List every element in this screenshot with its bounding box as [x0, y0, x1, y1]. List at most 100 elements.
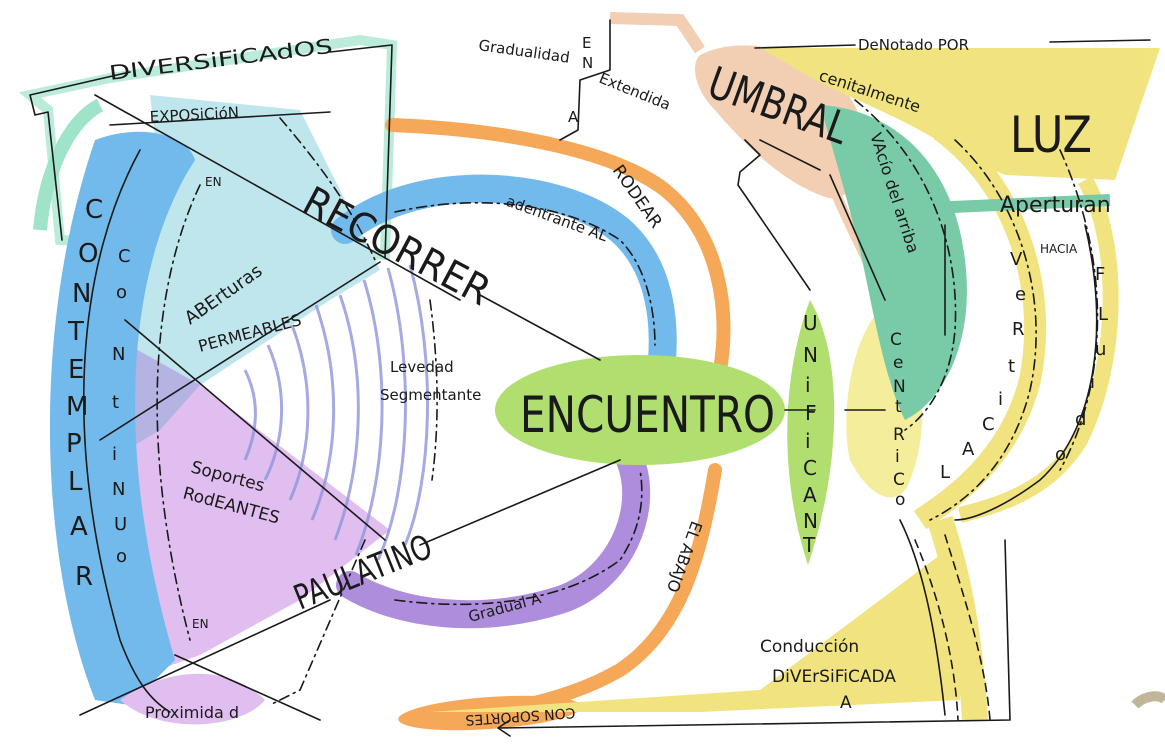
dash-vacio: [854, 99, 957, 431]
exposicion-label: EXPOSiCióN: [149, 103, 239, 126]
contemplar-letter: M: [66, 392, 88, 422]
color-washes: [18, 12, 1165, 731]
unificante-letter: T: [802, 533, 816, 557]
grey-stub: [1131, 691, 1165, 709]
gradualidad-label: Gradualidad: [477, 36, 570, 67]
vertical-letter: C: [982, 414, 995, 435]
con-soportes-oval: [398, 695, 582, 731]
conduccion-wedge: [430, 540, 960, 712]
centrico-letter: o: [895, 490, 905, 510]
wedge-line-3: [79, 599, 331, 716]
ink-lines: [29, 19, 1151, 737]
continuo-letter: i: [112, 444, 117, 465]
denotado-label: DeNotado POR: [858, 36, 969, 54]
continuo-letter: U: [114, 514, 127, 535]
bottom-arrowhead: [497, 719, 511, 737]
big-arc: [83, 149, 171, 713]
vertical-letter: V: [1010, 249, 1023, 270]
fluido-word: F L u i d o: [1055, 264, 1108, 465]
dash-levedad-vertical: [429, 299, 438, 481]
dash-levedad: [269, 539, 366, 706]
diversificados-frame: [29, 44, 393, 259]
dash-gradual: [394, 469, 643, 606]
continuo-letter: N: [112, 344, 125, 365]
dash-contemplar: [156, 184, 201, 641]
proximidad-label: Proximida d: [145, 703, 239, 722]
vertical-letter: L: [940, 462, 950, 483]
contemplar-letter: A: [70, 512, 88, 542]
centrico-letter: t: [895, 397, 902, 417]
en-letter: E: [582, 34, 591, 52]
unificante-letter: U: [803, 311, 818, 335]
unificante-letter: i: [805, 373, 811, 397]
diversificados-label: DIVERSiFiCAdOS: [108, 34, 334, 85]
vertical-letter: e: [1015, 284, 1026, 305]
en-bottom-label: EN: [192, 617, 209, 631]
encuentro-label: ENCUENTRO: [520, 386, 775, 444]
contemplar-band: [49, 131, 195, 706]
luz-label: LUZ: [1010, 106, 1092, 164]
levedad-label: Levedad: [390, 358, 454, 376]
centrico-curve: [899, 519, 946, 716]
umbral-down: [829, 174, 886, 301]
umbral-arm: [759, 139, 821, 171]
continuo-letter: C: [118, 246, 131, 267]
luz-triangle: [760, 48, 1160, 180]
en-top-label: EN: [205, 175, 222, 189]
frame-diagonal: [94, 94, 461, 301]
unificante-letter: N: [803, 343, 818, 367]
fluido-letter: i: [1090, 372, 1095, 393]
gradualidad-bracket: [559, 19, 611, 141]
extendida-label: Extendida: [597, 69, 674, 114]
contemplar-letter: P: [66, 429, 82, 459]
contemplar-letter: T: [67, 317, 84, 347]
a-top-label: A: [568, 108, 579, 126]
centrico-letter: N: [893, 377, 906, 397]
wedge-line-1: [99, 261, 381, 441]
contemplar-letter: R: [75, 562, 93, 592]
encuentro-ellipse: [495, 355, 785, 465]
unificante-letter: C: [803, 456, 817, 480]
fluido-letter: F: [1095, 264, 1105, 285]
segmentante-label: Segmentante: [380, 386, 481, 404]
dash-stem-2: [944, 534, 991, 721]
fluido-letter: o: [1055, 444, 1066, 465]
unificante-letter: N: [803, 509, 818, 533]
umbral-blob: [695, 45, 863, 199]
continuo-letter: o: [116, 282, 127, 303]
diversificada-label: DiVErSiFiCADA: [772, 667, 896, 687]
aperturan-bar: [929, 194, 1111, 214]
dash-exposicion: [279, 117, 376, 261]
proximidad-blob: [120, 673, 265, 725]
contemplar-letter: E: [68, 355, 84, 385]
hacia-label: HACIA: [1040, 242, 1078, 256]
contemplar-letter: L: [68, 467, 83, 497]
denotado-line: [754, 39, 1151, 49]
continuo-letter: N: [112, 479, 125, 500]
en-vertical-label: E N: [582, 34, 593, 72]
unificante-letter: A: [803, 483, 817, 507]
paulatino-to-encuentro: [419, 459, 621, 546]
unificante-letter: i: [805, 429, 811, 453]
dash-lines: [156, 99, 1099, 721]
vertical-letter: t: [1008, 356, 1015, 377]
vertical-letter: i: [998, 389, 1003, 410]
fluido-letter: u: [1095, 339, 1106, 360]
exposicion-line: [109, 111, 331, 126]
dash-vertical: [929, 139, 1037, 521]
continuo-word: C o N t i N U o: [112, 246, 131, 567]
recorrer-to-encuentro: [479, 294, 601, 361]
unificante-letter: F: [805, 401, 817, 425]
continuo-letter: t: [112, 392, 119, 413]
fluido-letter: L: [1098, 304, 1108, 325]
adentrante-arc: [331, 174, 677, 374]
fluido-band: [958, 175, 1119, 523]
umbral-top-bracket: [609, 12, 705, 54]
overlap-wedge: [118, 340, 200, 455]
centrico-letter: R: [893, 425, 905, 445]
centrico-letter: C: [893, 470, 905, 490]
contemplar-letter: C: [85, 195, 103, 225]
con-soportes-label: CON SOPORTES: [465, 704, 576, 728]
unificante-leaf: [787, 300, 835, 565]
conduccion-label: Conducción: [760, 637, 859, 657]
